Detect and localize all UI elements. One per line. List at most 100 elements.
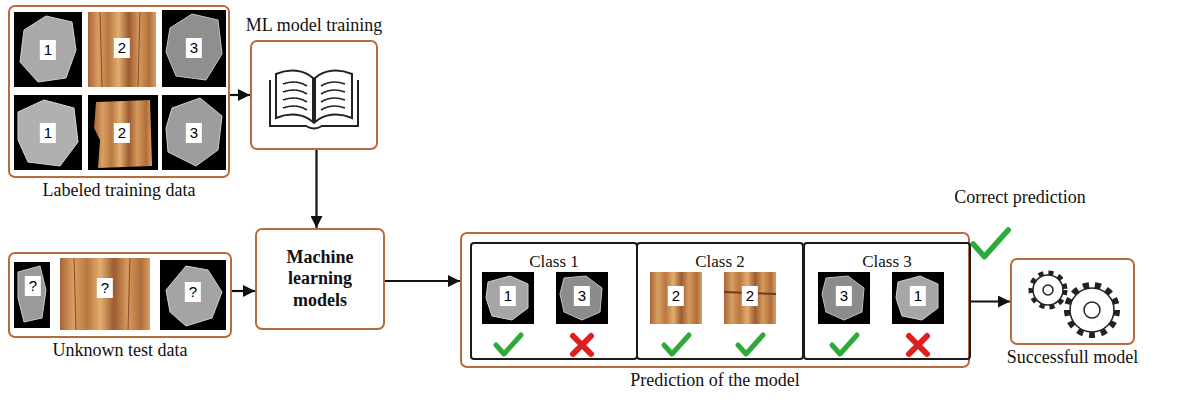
wood-image — [88, 12, 156, 87]
leaf-image — [20, 16, 76, 82]
node-caption: Machine learning models — [263, 247, 377, 312]
class-box: Class 3 — [803, 242, 971, 360]
check-mark — [496, 335, 521, 354]
cross-mark — [909, 336, 927, 354]
result-box: Successfull model — [1010, 258, 1135, 345]
flow-arrow — [315, 150, 317, 228]
node-caption: Prediction of the model — [630, 370, 799, 391]
node-caption: Successfull model — [1007, 347, 1138, 368]
leaf-image — [162, 10, 226, 87]
wood-image — [724, 272, 776, 324]
gears-icon — [1067, 285, 1117, 335]
flow-arrow — [385, 280, 460, 282]
leaf-image — [818, 272, 870, 324]
leaf-image — [160, 260, 226, 330]
check-mark — [738, 335, 763, 354]
wood-image — [724, 272, 776, 324]
class-number: ? — [25, 276, 41, 296]
wood-image — [88, 12, 156, 87]
class-number: 3 — [836, 286, 852, 306]
leaf-image — [896, 276, 938, 320]
class-number: 1 — [500, 286, 516, 306]
check-mark — [973, 230, 1008, 257]
wood-image — [138, 12, 140, 87]
class-number: 3 — [186, 123, 202, 143]
class-number: 2 — [668, 286, 684, 306]
wood-image — [88, 95, 158, 170]
class-number: 2 — [114, 38, 130, 58]
cross-mark — [573, 336, 591, 354]
wood-image — [60, 258, 150, 330]
wood-image — [60, 258, 150, 330]
node-caption: Unknown test data — [53, 340, 188, 361]
note-label: Correct prediction — [954, 187, 1085, 208]
leaf-image — [486, 276, 528, 320]
book-icon — [315, 71, 352, 122]
book-icon — [276, 71, 313, 122]
leaf-image — [14, 12, 82, 87]
wood-image — [128, 258, 130, 330]
leaf-image — [162, 95, 226, 170]
cross-mark — [573, 336, 591, 354]
class-title: Class 1 — [472, 252, 636, 272]
leaf-image — [166, 98, 222, 166]
leaf-image — [482, 272, 534, 324]
wood-image — [74, 258, 76, 330]
gears-icon — [1043, 285, 1053, 295]
leaf-image — [166, 266, 222, 326]
class-number: 1 — [40, 123, 56, 143]
wood-image — [94, 100, 152, 168]
leaf-image — [560, 276, 602, 320]
leaf-image — [892, 272, 944, 324]
class-number: 2 — [742, 286, 758, 306]
wood-image — [650, 272, 702, 324]
gears-icon — [1031, 273, 1117, 335]
flow-arrow — [230, 94, 250, 96]
book-icon — [283, 82, 307, 110]
node-caption: Labeled training data — [43, 180, 196, 201]
leaf-image — [18, 100, 78, 166]
class-number: 1 — [40, 40, 56, 60]
class-number: 2 — [114, 123, 130, 143]
class-title: Class 3 — [805, 252, 969, 272]
leaf-image — [818, 272, 870, 324]
leaf-image — [14, 12, 82, 87]
class-number: 1 — [910, 286, 926, 306]
leaf-image — [14, 95, 82, 170]
leaf-image — [14, 262, 50, 328]
check-mark — [832, 335, 857, 354]
book-icon — [321, 82, 345, 110]
leaf-image — [482, 272, 534, 324]
leaf-image — [556, 272, 608, 324]
flow-arrow — [970, 300, 1010, 302]
check-mark — [738, 335, 763, 354]
leaf-image — [14, 262, 50, 328]
flow-arrow — [232, 290, 255, 292]
leaf-image — [162, 95, 226, 170]
model-box: Machine learning models — [255, 228, 385, 330]
wood-image — [88, 95, 158, 170]
leaf-image — [162, 10, 226, 87]
leaf-image — [822, 276, 864, 320]
leaf-image — [14, 95, 82, 170]
training-box: ML model training — [250, 40, 378, 150]
check-mark — [832, 335, 857, 354]
class-box: Class 1 — [470, 242, 638, 360]
class-title: Class 2 — [638, 252, 802, 272]
gears-icon — [1033, 275, 1063, 305]
check-mark — [664, 335, 689, 354]
check-mark — [664, 335, 689, 354]
gears-icon — [1070, 288, 1114, 332]
class-number: 3 — [186, 38, 202, 58]
check-mark — [496, 335, 521, 354]
cross-mark — [909, 336, 927, 354]
prediction-panel: Prediction of the modelClass 1Class 2Cla… — [460, 232, 970, 368]
leaf-image — [18, 266, 46, 322]
gears-icon — [1031, 273, 1065, 307]
wood-image — [100, 12, 102, 87]
leaf-image — [160, 260, 226, 330]
class-number: ? — [185, 282, 201, 302]
node-caption: ML model training — [246, 15, 382, 36]
leaf-image — [556, 272, 608, 324]
